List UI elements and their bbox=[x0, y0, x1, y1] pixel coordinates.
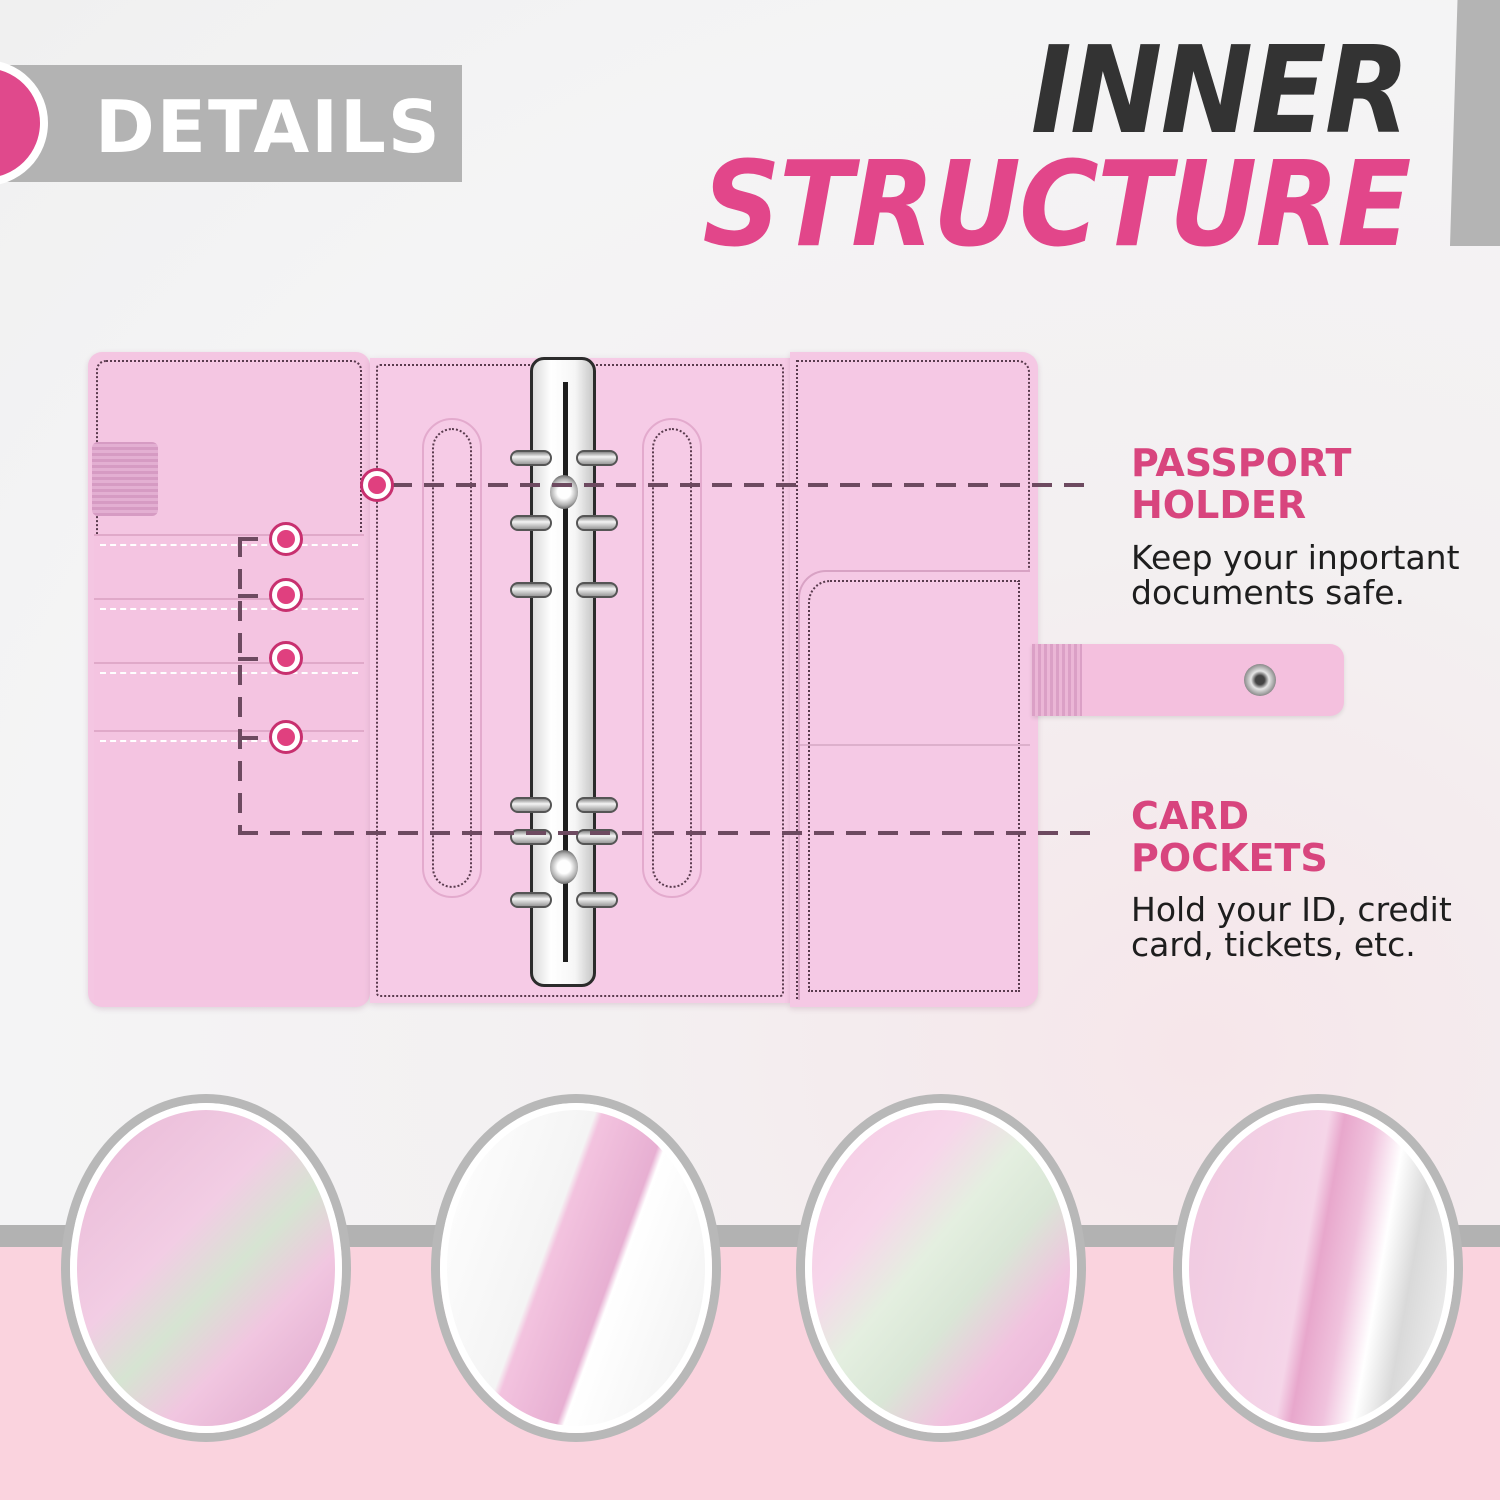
snap-button-closeup-icon bbox=[440, 1103, 712, 1433]
details-label: DETAILS bbox=[95, 85, 442, 169]
ring-icon bbox=[576, 515, 618, 531]
card-marker-icon bbox=[269, 641, 303, 675]
feature-durable-button: Durable button bbox=[440, 1103, 712, 1500]
ring-icon bbox=[576, 582, 618, 598]
ring-icon bbox=[510, 892, 552, 908]
passport-callout-line bbox=[392, 483, 1092, 487]
pen-elastic-loop bbox=[92, 442, 158, 516]
card-callout-line bbox=[238, 831, 1098, 835]
card-callout-bracket bbox=[238, 537, 242, 833]
card-slot-1 bbox=[94, 534, 364, 606]
passport-pocket bbox=[798, 570, 1030, 1000]
binder-ring-closeup-icon bbox=[805, 1103, 1077, 1433]
rivet-icon bbox=[550, 475, 578, 509]
ring-icon bbox=[576, 450, 618, 466]
closure-strap bbox=[1032, 644, 1344, 716]
passport-marker-icon bbox=[360, 468, 394, 502]
snap-button-icon bbox=[1244, 664, 1276, 696]
pen-holder-closeup-icon bbox=[1182, 1103, 1454, 1433]
feature-label: Tidy stitching bbox=[16, 1498, 396, 1500]
card-marker-icon bbox=[269, 522, 303, 556]
rivet-icon bbox=[550, 850, 578, 884]
feature-label: 2 * Pen Holders bbox=[1128, 1498, 1500, 1500]
feature-pen-holders: 2 * Pen Holders bbox=[1182, 1103, 1454, 1500]
card-marker-icon bbox=[269, 578, 303, 612]
ring-icon bbox=[510, 515, 552, 531]
card-slot-3 bbox=[94, 662, 364, 734]
stitching-closeup-icon bbox=[70, 1103, 342, 1433]
pen-holder-right bbox=[642, 418, 702, 898]
divider-band bbox=[0, 1225, 1500, 1247]
title-line-1: INNER bbox=[1030, 22, 1410, 161]
ring-icon bbox=[576, 892, 618, 908]
feature-tidy-stitching: Tidy stitching bbox=[70, 1103, 342, 1500]
feature-steel-ring: Stainless steel ring bbox=[784, 1103, 1098, 1500]
binder-image bbox=[88, 352, 1038, 1007]
ring-icon bbox=[510, 797, 552, 813]
left-panel bbox=[88, 352, 370, 1007]
card-slot-4 bbox=[94, 730, 364, 1000]
ring-icon bbox=[576, 797, 618, 813]
details-banner bbox=[0, 65, 462, 182]
ring-icon bbox=[510, 450, 552, 466]
pen-holder-left bbox=[422, 418, 482, 898]
ring-icon bbox=[510, 582, 552, 598]
card-marker-icon bbox=[269, 720, 303, 754]
feature-label: Stainless steel ring bbox=[751, 1498, 1131, 1500]
title-line-2: STRUCTURE bbox=[702, 135, 1412, 273]
card-slot-2 bbox=[94, 598, 364, 670]
corner-tab-decoration bbox=[1450, 0, 1500, 246]
feature-label: Durable button bbox=[386, 1498, 766, 1500]
